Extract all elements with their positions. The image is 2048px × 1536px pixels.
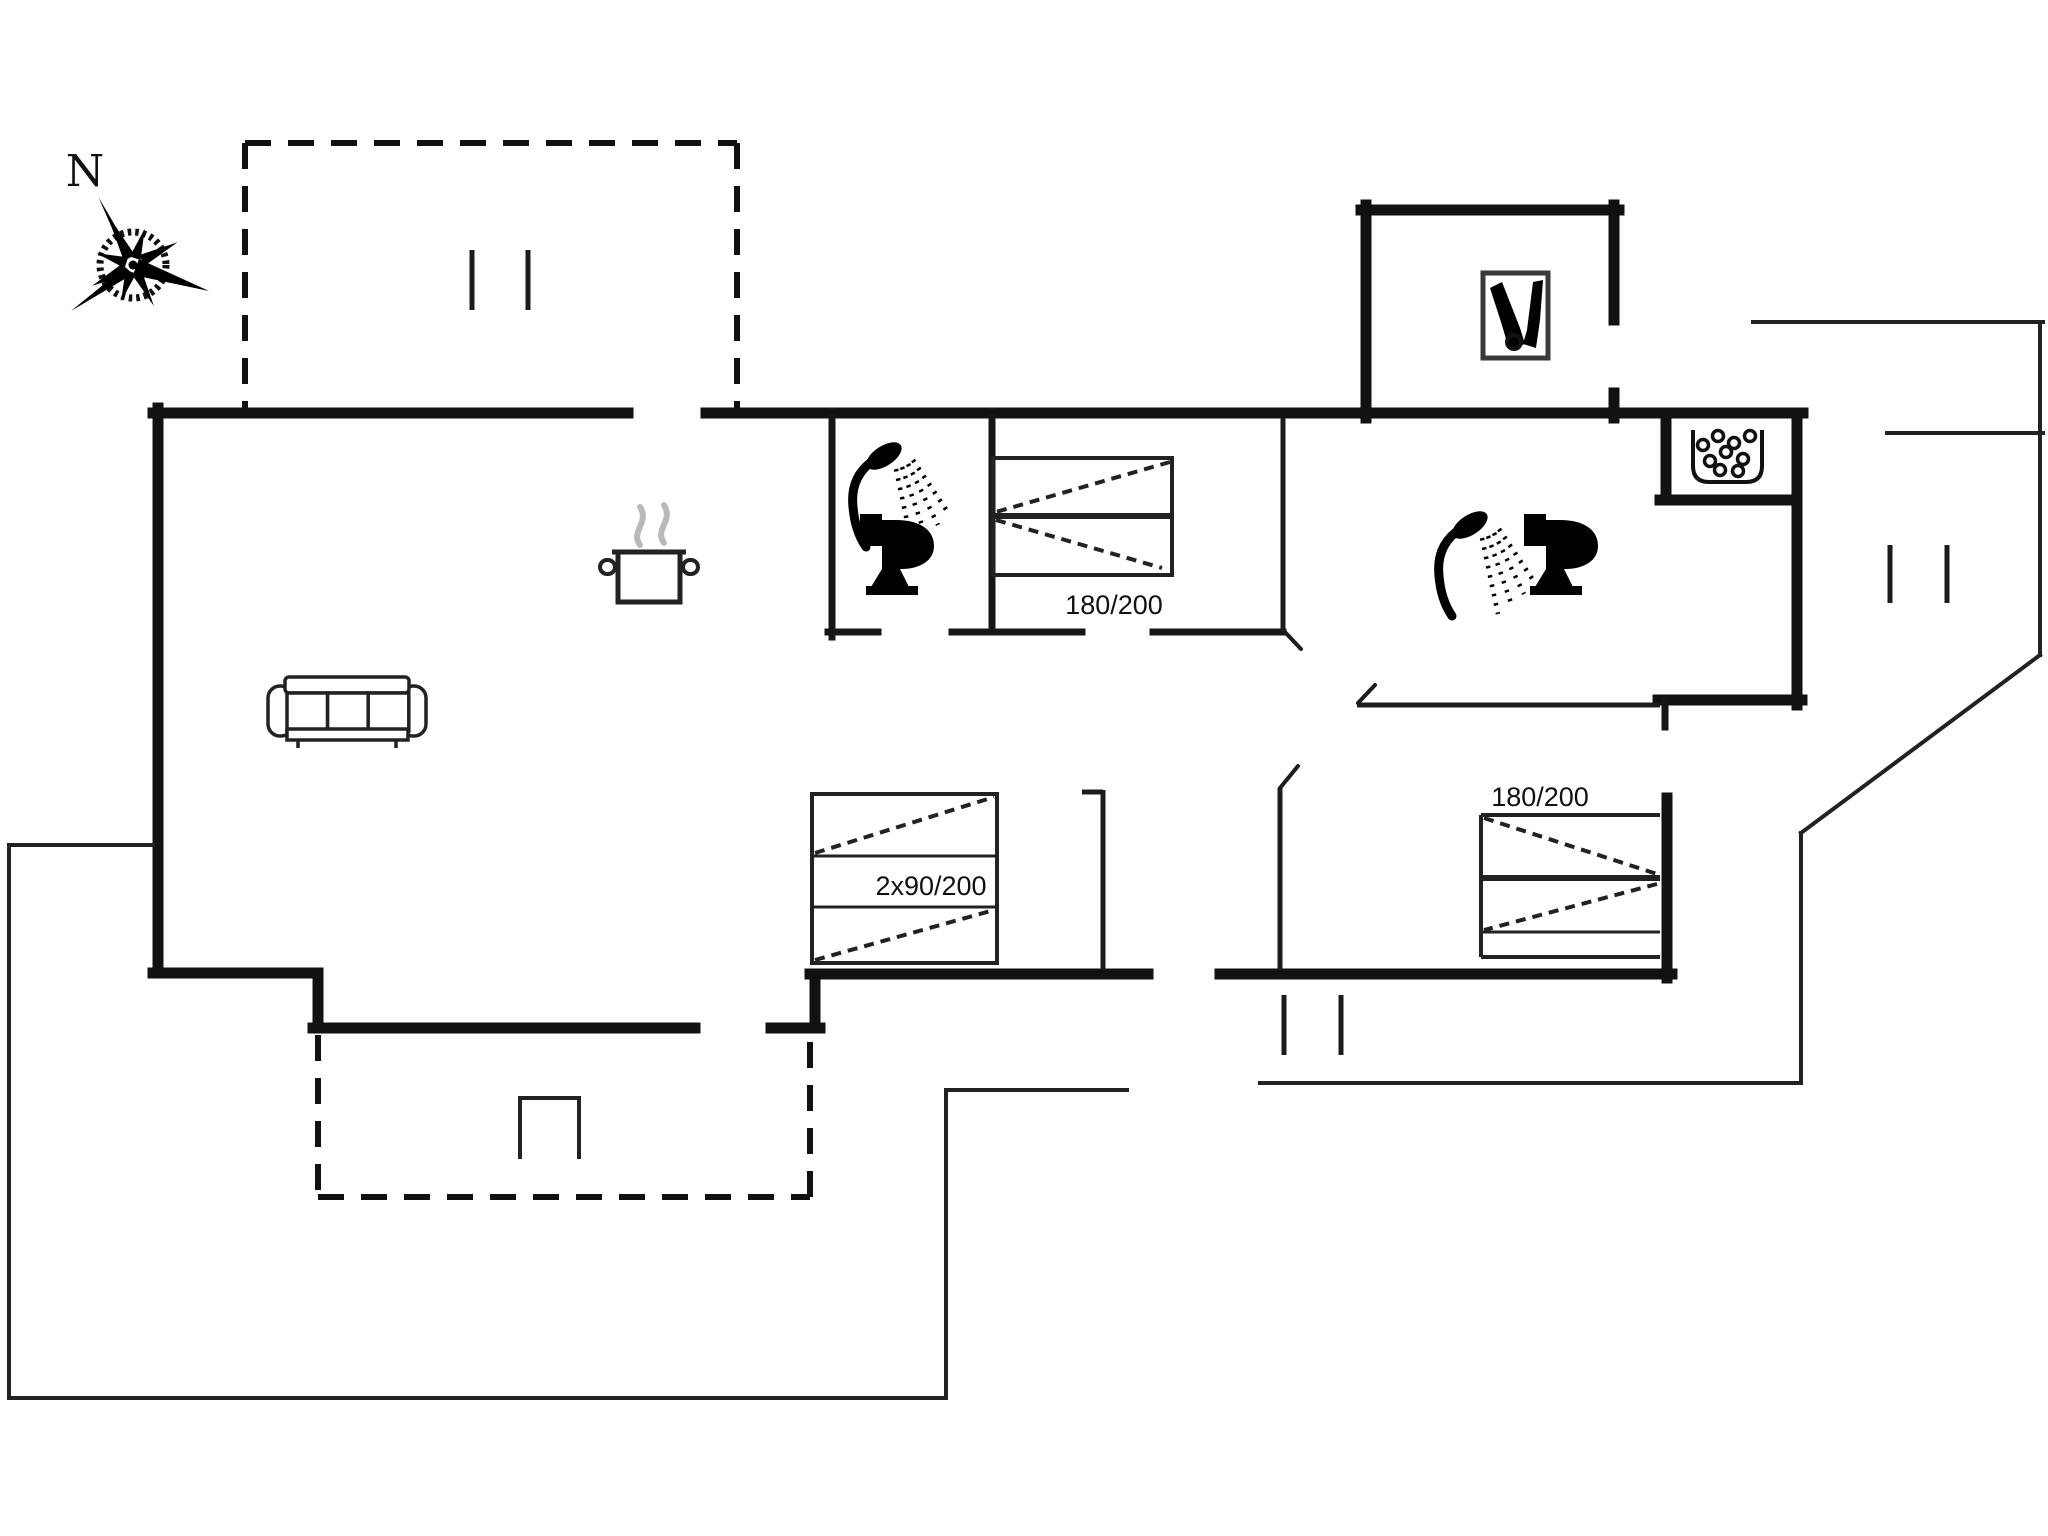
utility-appliance-icon bbox=[1480, 270, 1551, 361]
grill-icon bbox=[518, 1096, 581, 1159]
toilet-icon bbox=[860, 514, 934, 595]
utility-annex-walls bbox=[1355, 199, 1625, 424]
bed-size-label: 2x90/200 bbox=[875, 871, 986, 901]
shower-icon bbox=[1439, 506, 1533, 616]
bed-size-label: 180/200 bbox=[1491, 782, 1589, 812]
bed-double-1: 180/200 bbox=[991, 456, 1174, 620]
bed-bunk: 2x90/200 bbox=[810, 792, 999, 965]
left-deck-outline bbox=[7, 843, 1129, 1400]
cooking-pot-icon bbox=[598, 502, 700, 605]
kitchen-alcove-and-east-walls bbox=[1652, 407, 1808, 711]
bottom-terrace-outline bbox=[315, 1035, 813, 1200]
steam-icon bbox=[634, 502, 670, 548]
shower-room-walls bbox=[824, 414, 1669, 731]
top-terrace-outline bbox=[242, 140, 740, 413]
right-deck-outline bbox=[1258, 320, 2045, 1085]
compass-rose: N bbox=[66, 146, 209, 311]
north-label: N bbox=[66, 146, 105, 197]
toilet-icon bbox=[1524, 514, 1598, 595]
kitchen-sink-icon bbox=[1691, 428, 1764, 484]
opening-ticks bbox=[469, 250, 1950, 1055]
door-swing-marks bbox=[1278, 628, 1377, 790]
sofa bbox=[266, 675, 428, 748]
bed-double-2: 180/200 bbox=[1479, 782, 1660, 959]
bed-size-label: 180/200 bbox=[1065, 590, 1163, 620]
hall-partition-walls bbox=[1082, 418, 1660, 970]
west-and-south-walls bbox=[147, 402, 1678, 1034]
